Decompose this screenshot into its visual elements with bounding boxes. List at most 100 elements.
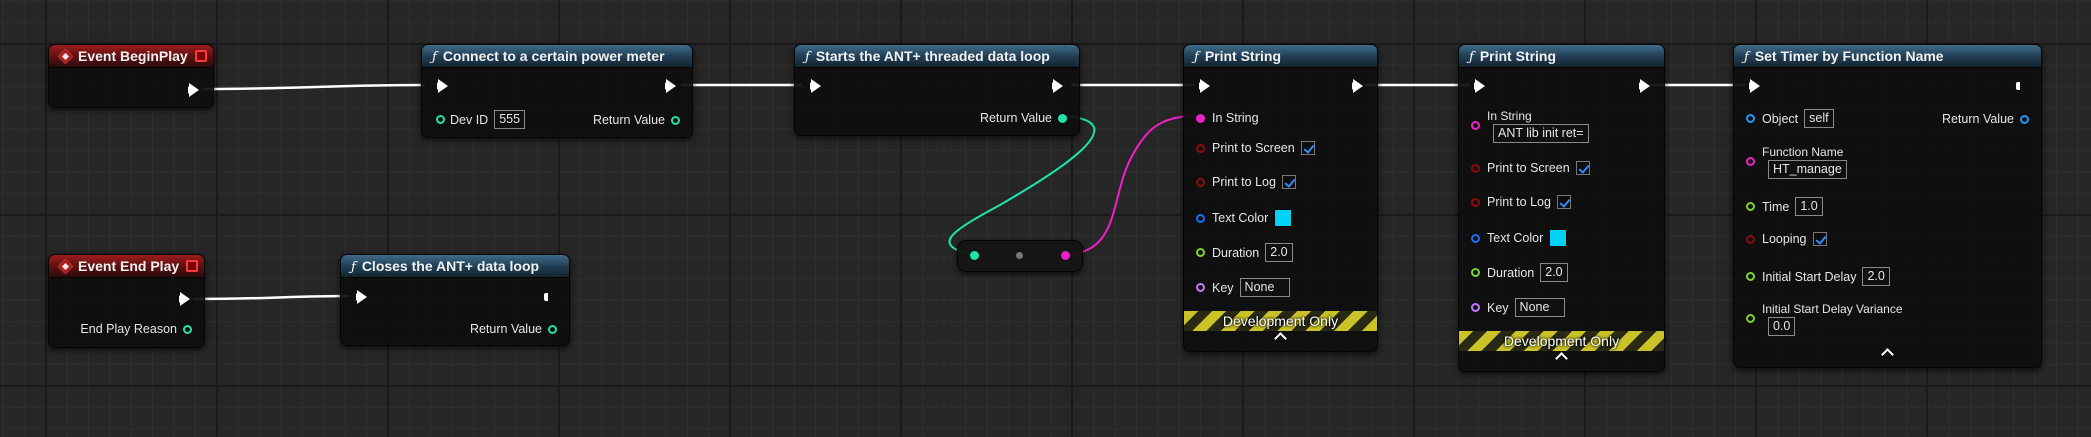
duration-pin[interactable]: Duration 2.0 bbox=[1196, 243, 1293, 262]
string-pin-icon bbox=[1471, 121, 1480, 130]
return-value-pin[interactable]: Return Value bbox=[980, 111, 1067, 125]
exec-out-pin[interactable] bbox=[1639, 79, 1650, 93]
exec-out-pin[interactable] bbox=[1052, 79, 1063, 93]
text-color-swatch[interactable] bbox=[1274, 209, 1293, 227]
exec-out-pin[interactable] bbox=[179, 292, 190, 306]
looping-pin[interactable]: Looping bbox=[1746, 232, 1827, 246]
function-icon: ƒ bbox=[1469, 50, 1474, 65]
print-to-screen-checkbox[interactable] bbox=[1300, 141, 1315, 155]
duration-input[interactable]: 2.0 bbox=[1540, 263, 1568, 282]
event-delegate-icon[interactable] bbox=[195, 50, 207, 62]
in-string-input[interactable]: ANT lib init ret= bbox=[1493, 124, 1589, 143]
exec-out-pin[interactable] bbox=[2016, 79, 2027, 93]
event-endplay-node[interactable]: Event End Play End Play Reason bbox=[48, 254, 205, 348]
in-string-pin[interactable]: In String ANT lib init ret= bbox=[1471, 109, 1589, 143]
node-header[interactable]: Event BeginPlay bbox=[49, 45, 213, 68]
collapse-chevron-icon[interactable] bbox=[1734, 348, 2041, 362]
initial-start-delay-variance-pin[interactable]: Initial Start Delay Variance 0.0 bbox=[1746, 302, 1903, 336]
exec-in-pin[interactable] bbox=[810, 79, 821, 93]
exec-in-pin[interactable] bbox=[1199, 79, 1210, 93]
key-pin[interactable]: Key None bbox=[1196, 278, 1290, 297]
pin-label: Return Value bbox=[469, 322, 542, 336]
int-pin-icon bbox=[671, 115, 680, 125]
initial-start-delay-pin[interactable]: Initial Start Delay 2.0 bbox=[1746, 267, 1890, 286]
time-input[interactable]: 1.0 bbox=[1795, 197, 1823, 216]
pin-label: Return Value bbox=[979, 111, 1052, 125]
print-to-log-checkbox[interactable] bbox=[1556, 195, 1571, 209]
exec-out-pin[interactable] bbox=[544, 290, 555, 304]
function-name-pin[interactable]: Function Name HT_manage bbox=[1746, 145, 1847, 179]
exec-in-pin[interactable] bbox=[1749, 79, 1760, 93]
initial-start-delay-input[interactable]: 2.0 bbox=[1862, 267, 1890, 286]
exec-out-pin[interactable] bbox=[665, 79, 676, 93]
print-to-screen-pin[interactable]: Print to Screen bbox=[1471, 161, 1590, 175]
print-to-log-pin[interactable]: Print to Log bbox=[1196, 175, 1296, 189]
node-title: Starts the ANT+ threaded data loop bbox=[815, 48, 1050, 64]
node-header[interactable]: Event End Play bbox=[49, 255, 204, 278]
in-string-pin[interactable]: In String bbox=[1196, 111, 1259, 125]
print-to-screen-checkbox[interactable] bbox=[1575, 161, 1590, 175]
function-icon: ƒ bbox=[432, 50, 437, 65]
initial-start-delay-variance-input[interactable]: 0.0 bbox=[1768, 317, 1796, 336]
name-pin-icon bbox=[1196, 283, 1205, 292]
object-pin-icon bbox=[1746, 114, 1755, 123]
key-input[interactable]: None bbox=[1514, 298, 1565, 317]
function-icon: ƒ bbox=[351, 260, 356, 275]
pin-label: Print to Screen bbox=[1487, 161, 1570, 175]
pin-label: Function Name bbox=[1762, 145, 1844, 159]
event-beginplay-node[interactable]: Event BeginPlay bbox=[48, 44, 214, 108]
function-name-input[interactable]: HT_manage bbox=[1768, 160, 1847, 179]
print-to-log-pin[interactable]: Print to Log bbox=[1471, 195, 1571, 209]
print-to-log-checkbox[interactable] bbox=[1281, 175, 1296, 189]
int-to-string-conversion-node[interactable] bbox=[957, 240, 1083, 272]
event-icon bbox=[57, 48, 74, 65]
end-play-reason-pin[interactable]: End Play Reason bbox=[80, 322, 192, 336]
dev-id-pin[interactable]: Dev ID 555 bbox=[436, 110, 526, 129]
time-pin[interactable]: Time 1.0 bbox=[1746, 197, 1823, 216]
duration-pin[interactable]: Duration 2.0 bbox=[1471, 263, 1568, 282]
exec-out-pin[interactable] bbox=[188, 83, 199, 97]
text-color-pin[interactable]: Text Color bbox=[1196, 209, 1293, 227]
event-delegate-icon[interactable] bbox=[186, 260, 198, 272]
node-title: Event End Play bbox=[78, 258, 180, 274]
return-value-pin[interactable]: Return Value bbox=[470, 322, 557, 336]
int-wire-return-reroute bbox=[948, 115, 1096, 256]
object-pin[interactable]: Object self bbox=[1746, 109, 1834, 128]
exec-in-pin[interactable] bbox=[1474, 79, 1485, 93]
string-output-pin-icon[interactable] bbox=[1061, 251, 1070, 260]
exec-in-pin[interactable] bbox=[437, 79, 448, 93]
exec-arrow-icon bbox=[1749, 79, 1760, 93]
looping-checkbox[interactable] bbox=[1812, 232, 1827, 246]
key-pin[interactable]: Key None bbox=[1471, 298, 1565, 317]
exec-in-pin[interactable] bbox=[356, 290, 367, 304]
duration-input[interactable]: 2.0 bbox=[1265, 243, 1293, 262]
key-input[interactable]: None bbox=[1239, 278, 1290, 297]
pin-label: Initial Start Delay Variance bbox=[1762, 302, 1903, 316]
object-input[interactable]: self bbox=[1804, 109, 1834, 128]
print-to-screen-pin[interactable]: Print to Screen bbox=[1196, 141, 1315, 155]
exec-out-pin[interactable] bbox=[1352, 79, 1363, 93]
bool-pin-icon bbox=[1471, 163, 1480, 173]
return-value-pin[interactable]: Return Value bbox=[593, 113, 680, 127]
float-pin-icon bbox=[1746, 202, 1755, 211]
dev-id-input[interactable]: 555 bbox=[494, 110, 526, 129]
collapse-chevron-icon[interactable] bbox=[1459, 352, 1664, 366]
exec-arrow-icon bbox=[356, 290, 367, 304]
text-color-swatch[interactable] bbox=[1549, 229, 1568, 247]
collapse-chevron-icon[interactable] bbox=[1184, 332, 1377, 346]
return-value-pin[interactable]: Return Value bbox=[1942, 112, 2029, 126]
int-input-pin-icon[interactable] bbox=[970, 251, 979, 260]
text-color-pin[interactable]: Text Color bbox=[1471, 229, 1568, 247]
